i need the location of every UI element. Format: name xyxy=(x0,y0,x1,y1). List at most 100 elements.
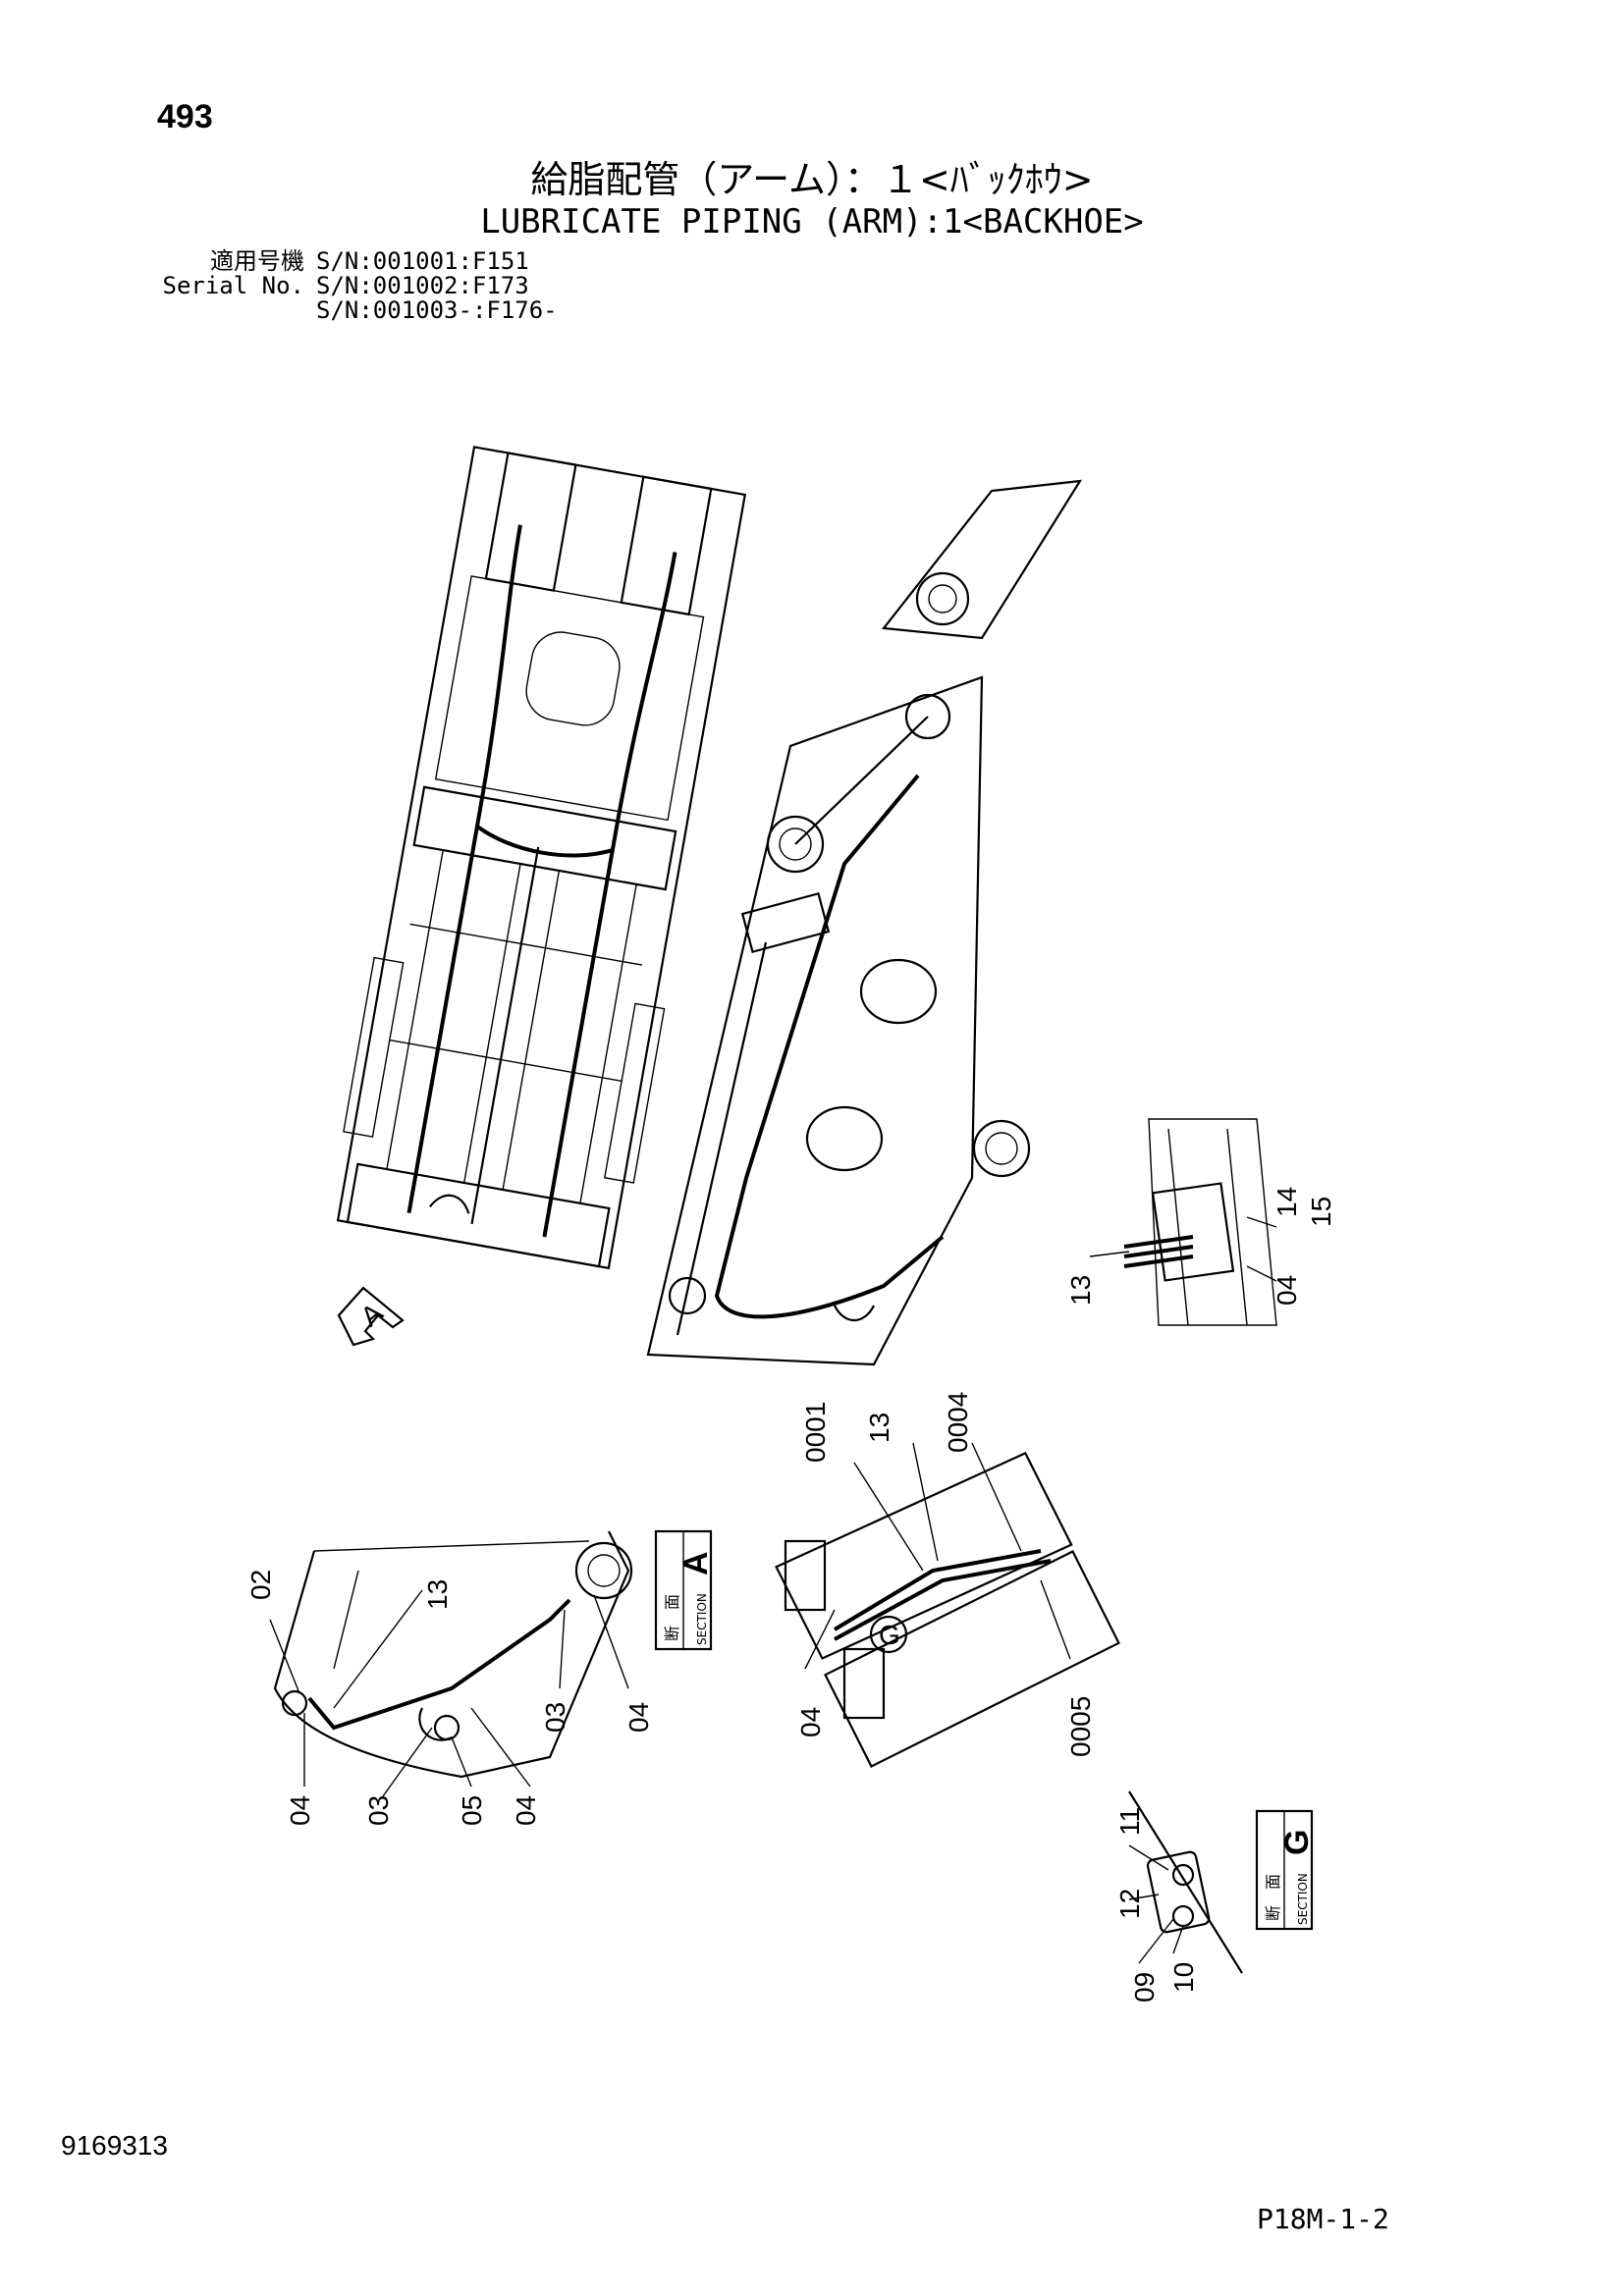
callout-13: 13 xyxy=(1065,1275,1096,1306)
document-number: 9169313 xyxy=(61,2130,169,2161)
arm-upper-frame xyxy=(434,575,705,822)
callout-15: 15 xyxy=(1306,1197,1336,1227)
grease-hose-1 xyxy=(406,524,522,1214)
section-a-drawing: 02 13 04 03 05 04 03 04 xyxy=(245,1530,654,1826)
view-a-arrow: A xyxy=(337,1286,405,1347)
detail-block-center: G 0001 13 0004 04 0005 xyxy=(775,1392,1120,1768)
grease-hose-2 xyxy=(542,552,677,1238)
leader-line xyxy=(1040,1579,1071,1660)
callout-04-a3: 04 xyxy=(623,1702,654,1733)
page-number: 493 xyxy=(157,98,213,135)
hose-loop xyxy=(429,1194,470,1214)
arm-top-outline xyxy=(336,446,747,1270)
marker-g: G xyxy=(879,1620,900,1650)
section-g-fitting-upper xyxy=(1171,1863,1195,1887)
title-english: LUBRICATE PIPING (ARM):1<BACKHOE> xyxy=(480,202,1144,241)
leader-line xyxy=(1246,1216,1277,1228)
arm-cross-member xyxy=(412,785,677,891)
leader-line xyxy=(470,1707,531,1788)
leader-line xyxy=(853,1462,924,1572)
leader-line xyxy=(382,1727,433,1797)
side-bracket-right xyxy=(603,1002,666,1184)
pipe-bundle xyxy=(1123,1235,1194,1268)
title-japanese: 給脂配管（アーム）：１<ﾊﾞｯｸﾎｳ> xyxy=(530,158,1094,201)
leader-line xyxy=(804,1609,836,1670)
section-a-en: SECTION xyxy=(695,1593,709,1645)
serial-numbers-block: S/N:001001:F151 S/N:001002:F173 S/N:0010… xyxy=(316,249,558,323)
callout-13-center: 13 xyxy=(864,1413,894,1443)
pin xyxy=(928,584,957,614)
section-line xyxy=(313,1540,590,1552)
cylinder-rod xyxy=(676,941,768,1336)
section-g-letter: G xyxy=(1278,1830,1316,1855)
link-rod xyxy=(794,716,929,845)
section-line xyxy=(333,1570,359,1670)
arm-opening-upper xyxy=(859,958,938,1025)
cylinder-gland xyxy=(740,891,831,954)
callout-02: 02 xyxy=(245,1570,276,1600)
section-a-ja: 断 面 xyxy=(663,1594,681,1641)
side-bracket-left xyxy=(343,956,405,1138)
leader-line xyxy=(593,1594,629,1689)
marker-g-circle xyxy=(869,1615,908,1654)
figure-code: P18M-1-2 xyxy=(1257,2203,1389,2235)
detail-line xyxy=(1226,1128,1248,1326)
arm-top-view xyxy=(336,446,747,1270)
serial-label-en: Serial No. xyxy=(162,272,305,299)
arm-opening-lower xyxy=(805,1105,884,1172)
boom-rail-left xyxy=(386,849,521,1184)
pin-boss-top xyxy=(915,571,970,626)
leader-line xyxy=(1138,1918,1174,1964)
arm-side-outline xyxy=(646,675,984,1366)
pin-boss-tip xyxy=(668,1276,707,1315)
callout-10: 10 xyxy=(1168,1962,1199,1993)
section-g-ja: 断 面 xyxy=(1264,1874,1282,1921)
center-detail-upper-frame xyxy=(775,1451,1073,1660)
grease-hose-center xyxy=(470,846,540,1225)
center-pipe-run xyxy=(833,1549,1052,1641)
detail-outline xyxy=(1148,1118,1277,1326)
arm-cutout xyxy=(525,631,621,726)
detail-block-right: 14 15 13 04 xyxy=(1065,1118,1336,1326)
leader-line xyxy=(559,1609,566,1689)
serial-number-2: S/N:001002:F173 xyxy=(316,272,529,299)
pin xyxy=(985,1132,1018,1165)
callout-03-a2: 03 xyxy=(540,1702,570,1733)
view-a-label: A xyxy=(354,1297,388,1332)
leader-line xyxy=(451,1736,472,1788)
callout-14: 14 xyxy=(1272,1187,1302,1217)
pin-boss-link xyxy=(904,693,951,740)
center-detail-pin-upper xyxy=(784,1539,827,1612)
detail-line xyxy=(1167,1128,1189,1326)
grease-hose-cross xyxy=(475,825,614,858)
frame-line xyxy=(409,923,643,966)
section-a-fitting-left xyxy=(281,1689,308,1717)
section-a-fitting-05 xyxy=(433,1714,460,1741)
callout-0005: 0005 xyxy=(1065,1696,1096,1757)
section-a-outline xyxy=(273,1530,630,1779)
pin-boss-foot xyxy=(972,1119,1031,1178)
callout-04-center: 04 xyxy=(795,1707,826,1737)
callout-0004: 0004 xyxy=(943,1392,973,1453)
section-g-label: G 断 面 SECTION xyxy=(1255,1809,1316,1931)
callout-09: 09 xyxy=(1129,1972,1160,2002)
frame-line xyxy=(389,1039,623,1082)
leader-line xyxy=(1128,1894,1160,1900)
section-a-pipe xyxy=(307,1598,571,1731)
leader-line xyxy=(912,1442,939,1562)
section-g-en: SECTION xyxy=(1296,1873,1310,1925)
section-a-label: A 断 面 SECTION xyxy=(654,1529,715,1651)
serial-number-3: S/N:001003-:F176- xyxy=(316,296,558,324)
callout-0001: 0001 xyxy=(800,1402,831,1463)
section-g-surface xyxy=(1128,1790,1243,1974)
serial-label-ja: 適用号機 xyxy=(210,247,304,275)
section-g-drawing: 11 12 09 10 xyxy=(1114,1790,1243,2002)
arm-foot-member xyxy=(346,1162,611,1268)
pipe-bracket xyxy=(1151,1182,1235,1282)
callout-12: 12 xyxy=(1114,1889,1145,1919)
callout-04: 04 xyxy=(1272,1275,1302,1306)
section-g-fitting-lower xyxy=(1171,1904,1195,1928)
callout-13-section-a: 13 xyxy=(422,1579,453,1610)
leader-line xyxy=(971,1442,1022,1552)
